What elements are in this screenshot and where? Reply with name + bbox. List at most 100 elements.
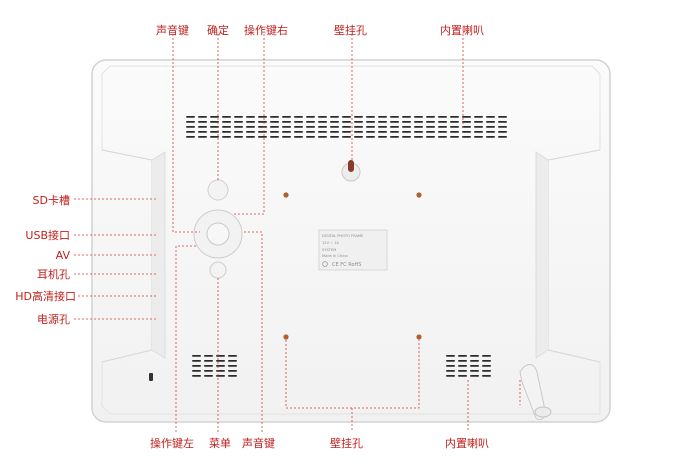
leader-line xyxy=(243,231,263,432)
vent-slot xyxy=(462,121,471,123)
vent-slot xyxy=(258,136,267,138)
vent-slot xyxy=(458,365,467,367)
vent-slot xyxy=(498,121,507,123)
vent-slot xyxy=(228,370,237,372)
leader-line xyxy=(232,34,265,215)
label-wall-hole-bottom: 壁挂孔 xyxy=(330,437,363,450)
vent-slot xyxy=(306,121,315,123)
vent-slot xyxy=(270,131,279,133)
vent-slot xyxy=(186,126,195,128)
vent-slot xyxy=(318,121,327,123)
vent-slot xyxy=(216,365,225,367)
vent-slot xyxy=(474,116,483,118)
vent-slot xyxy=(426,126,435,128)
leader-lines xyxy=(74,34,521,432)
vent-slot xyxy=(246,131,255,133)
vent-slot xyxy=(204,355,213,357)
vent-slot xyxy=(474,136,483,138)
vent-slot xyxy=(498,136,507,138)
vent-slot xyxy=(462,126,471,128)
vent-slot xyxy=(198,116,207,118)
vent-slot xyxy=(246,136,255,138)
vent-slot xyxy=(222,136,231,138)
vent-slot xyxy=(204,375,213,377)
vent-slot xyxy=(438,121,447,123)
vent-slot xyxy=(482,370,491,372)
vent-slot xyxy=(446,365,455,367)
vent-slot xyxy=(426,116,435,118)
vent-slot xyxy=(426,136,435,138)
vent-slot xyxy=(438,131,447,133)
vent-slot xyxy=(402,131,411,133)
vent-slot xyxy=(414,131,423,133)
vent-slot xyxy=(414,116,423,118)
vent-slot xyxy=(446,370,455,372)
vent-slot xyxy=(414,121,423,123)
vent-slot xyxy=(402,116,411,118)
vent-slot xyxy=(330,136,339,138)
vent-slot xyxy=(438,116,447,118)
vent-slot xyxy=(390,136,399,138)
vent-slot xyxy=(192,375,201,377)
vent-slot xyxy=(318,136,327,138)
label-operate-left: 操作键左 xyxy=(150,437,194,450)
vent-slot xyxy=(402,126,411,128)
vent-slot xyxy=(282,121,291,123)
label-wall-hole-top: 壁挂孔 xyxy=(334,24,367,37)
vent-slot xyxy=(258,116,267,118)
vent-slot xyxy=(354,121,363,123)
vent-slot xyxy=(306,126,315,128)
vent-slot xyxy=(342,126,351,128)
vent-slot xyxy=(486,136,495,138)
vent-slot xyxy=(450,136,459,138)
vent-slot xyxy=(378,121,387,123)
vent-slot xyxy=(270,126,279,128)
vent-slot xyxy=(450,116,459,118)
vent-slot xyxy=(498,131,507,133)
vent-slot xyxy=(246,116,255,118)
label-menu: 菜单 xyxy=(209,437,231,450)
vent-slot xyxy=(234,126,243,128)
vent-slot xyxy=(282,131,291,133)
vent-slot xyxy=(222,116,231,118)
vent-slot xyxy=(282,126,291,128)
vent-slot xyxy=(498,116,507,118)
vent-slot xyxy=(222,131,231,133)
vent-slot xyxy=(198,136,207,138)
vent-slot xyxy=(486,131,495,133)
vent-slot xyxy=(294,131,303,133)
top-speaker-grille xyxy=(186,116,507,138)
vent-slot xyxy=(470,375,479,377)
vent-slot xyxy=(390,121,399,123)
label-volume-key-bottom: 声音键 xyxy=(242,437,275,450)
label-power: 电源孔 xyxy=(37,313,70,326)
vent-slot xyxy=(330,121,339,123)
vent-slot xyxy=(474,121,483,123)
vent-slot xyxy=(210,131,219,133)
sticker-line2: 12V ⎓ 1A xyxy=(322,241,339,245)
vent-slot xyxy=(414,126,423,128)
vent-slot xyxy=(354,136,363,138)
vent-slot xyxy=(186,131,195,133)
label-operate-right: 操作键右 xyxy=(244,24,288,37)
label-hd: HD高清接口 xyxy=(15,290,76,303)
vent-slot xyxy=(192,370,201,372)
vent-slot xyxy=(342,131,351,133)
vent-slot xyxy=(458,360,467,362)
vent-slot xyxy=(330,126,339,128)
vent-slot xyxy=(186,116,195,118)
vent-slot xyxy=(222,121,231,123)
vent-slot xyxy=(210,126,219,128)
vent-slot xyxy=(216,360,225,362)
vent-slot xyxy=(294,136,303,138)
vent-slot xyxy=(306,116,315,118)
vent-slot xyxy=(366,116,375,118)
vent-slot xyxy=(474,131,483,133)
leader-line xyxy=(172,34,200,233)
vent-slot xyxy=(330,131,339,133)
vent-slot xyxy=(470,365,479,367)
vent-slot xyxy=(318,131,327,133)
rating-sticker: DIGITAL PHOTO FRAME 12V ⎓ 1A SYSTEM Made… xyxy=(318,229,388,271)
vent-slot xyxy=(438,136,447,138)
